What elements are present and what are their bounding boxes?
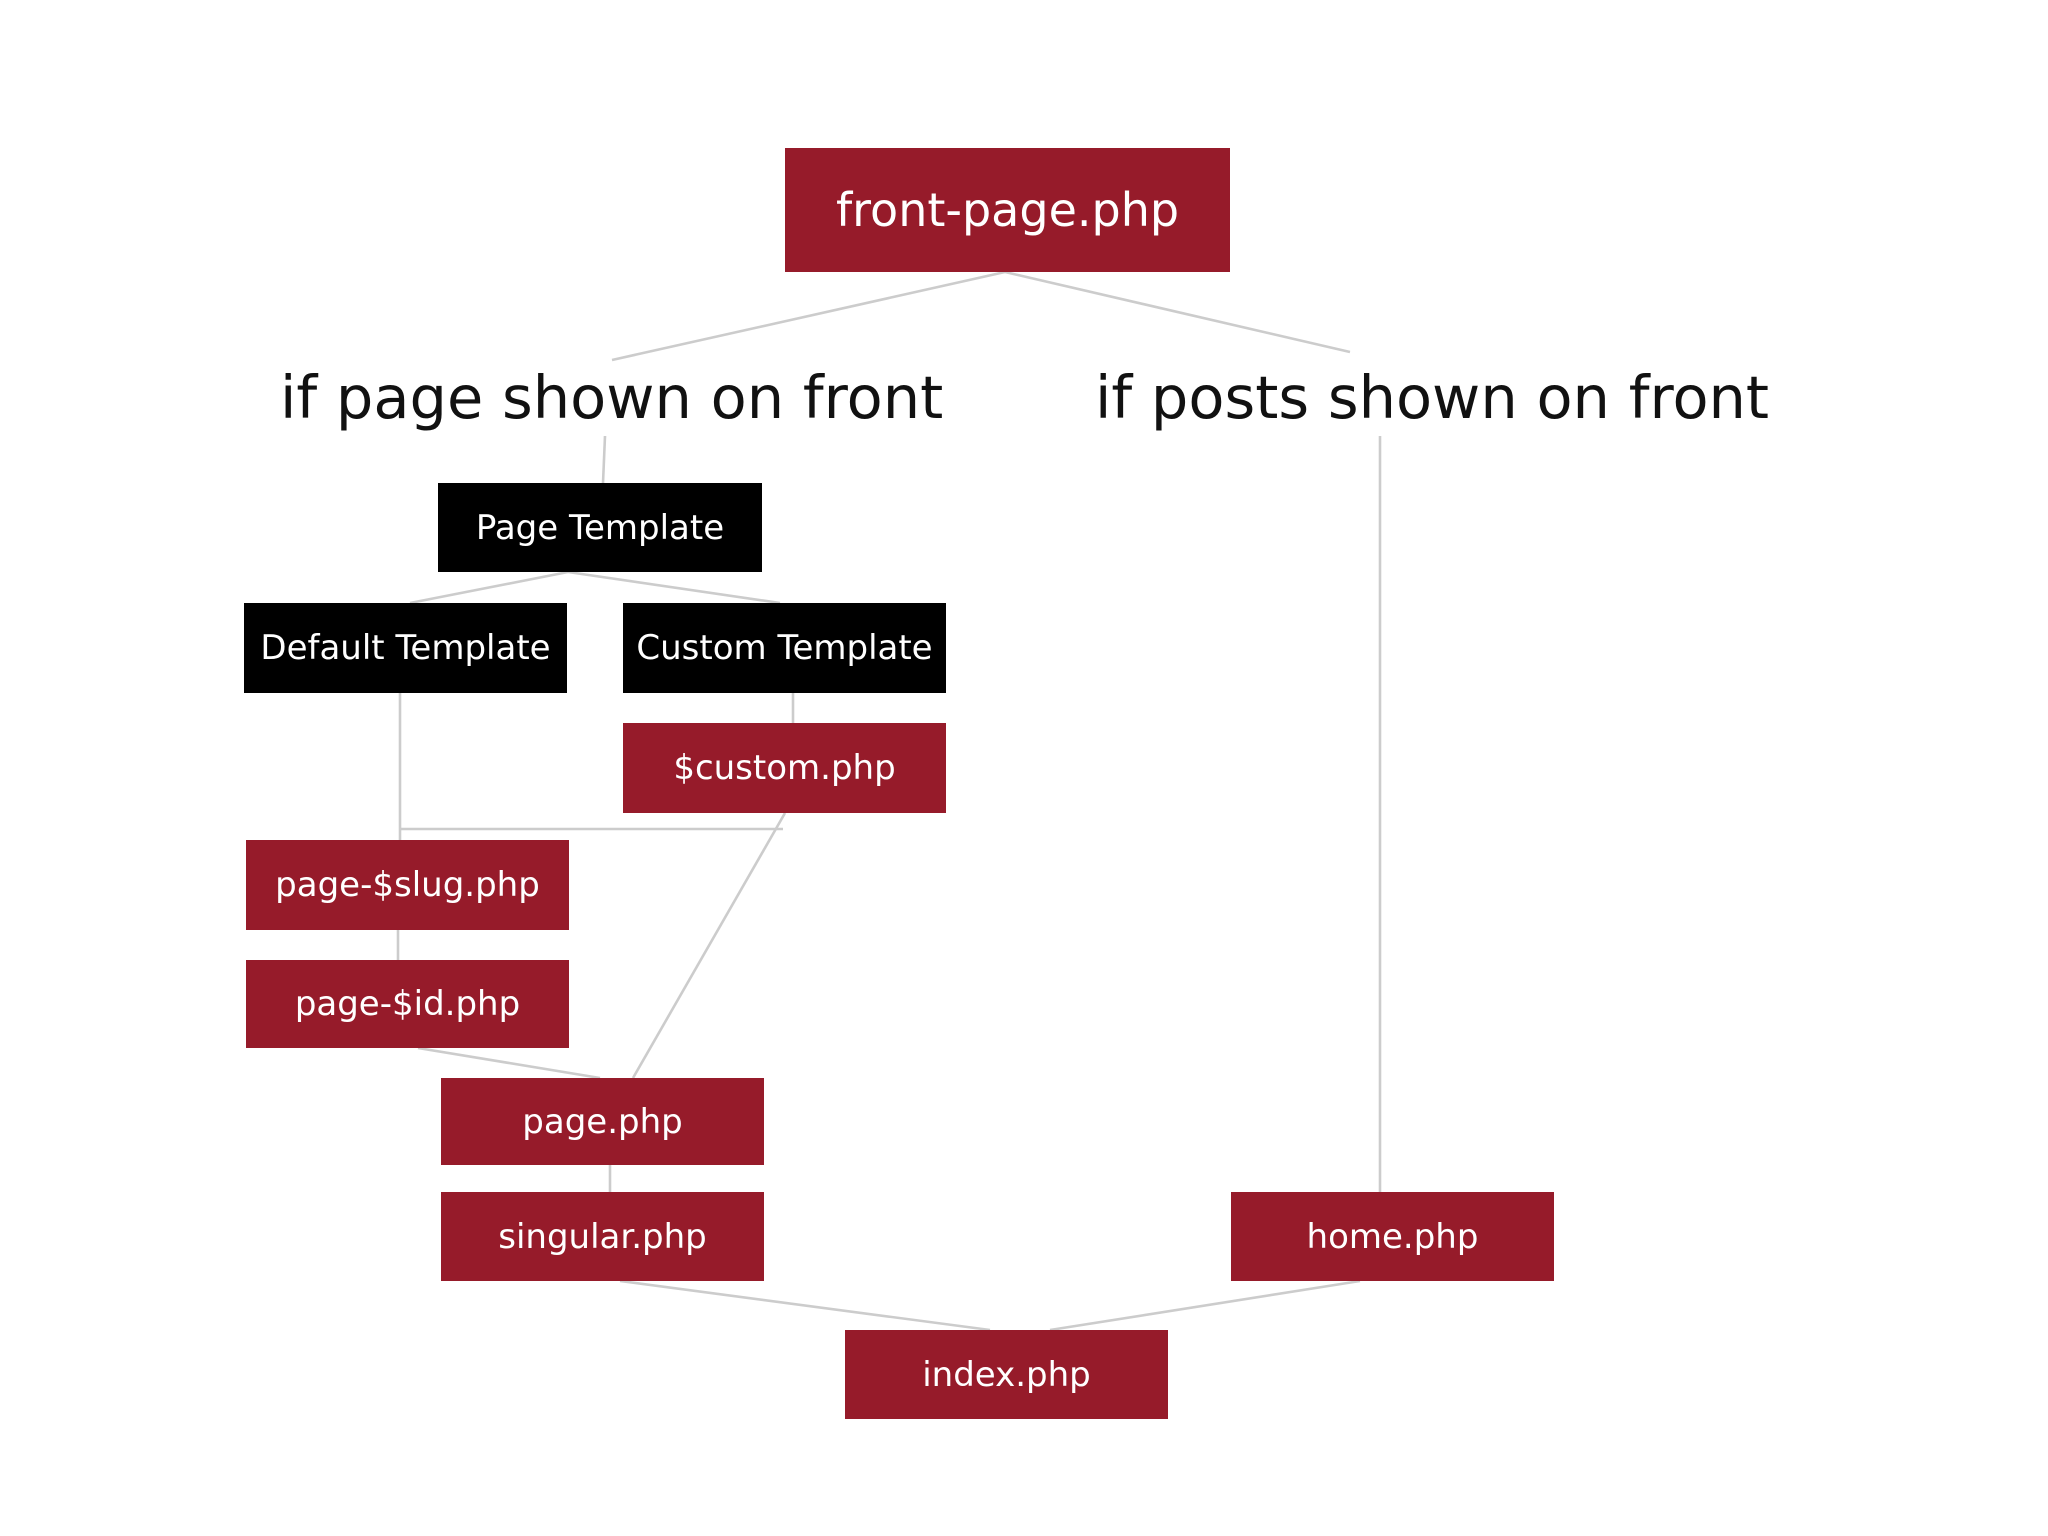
connector-home-to-index — [1049, 1279, 1361, 1332]
connector-front-to-posts-condition — [1004, 270, 1351, 354]
page-shown-on-front-condition: if page shown on front — [280, 363, 944, 432]
custom-php-node: $custom.php — [623, 723, 946, 813]
page-template-node: Page Template — [438, 483, 762, 572]
connector-page-template-to-default — [409, 570, 569, 605]
index-php-node: index.php — [845, 1330, 1168, 1419]
page-id-php-node: page-$id.php — [246, 960, 569, 1048]
connector-id-to-page-php — [417, 1046, 601, 1080]
connector-page-condition-to-page-template — [601, 435, 607, 484]
page-slug-php-node: page-$slug.php — [246, 840, 569, 930]
connector-custom-php-to-page-php — [631, 812, 787, 1079]
singular-php-node: singular.php — [441, 1192, 764, 1281]
default-template-node: Default Template — [244, 603, 567, 693]
home-php-node: home.php — [1231, 1192, 1554, 1281]
page-php-node: page.php — [441, 1078, 764, 1165]
front-page-php-node: front-page.php — [785, 148, 1230, 272]
posts-shown-on-front-condition: if posts shown on front — [1095, 363, 1770, 432]
connector-page-template-to-custom — [567, 570, 781, 605]
connector-front-to-page-condition — [611, 270, 1006, 362]
custom-template-node: Custom Template — [623, 603, 946, 693]
connector-singular-to-index — [619, 1279, 991, 1332]
